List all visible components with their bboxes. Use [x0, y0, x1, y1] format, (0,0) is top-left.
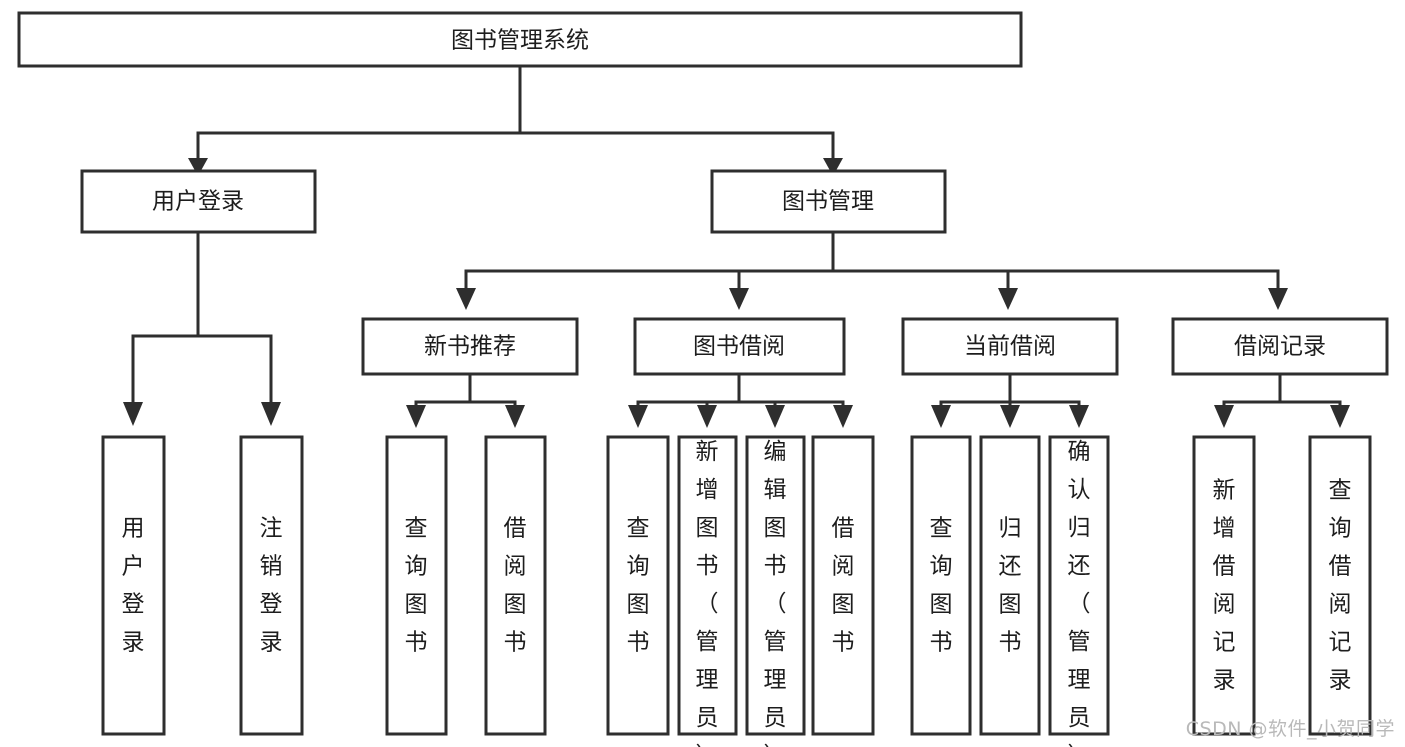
arrow-to-leaf-add-book	[697, 405, 717, 428]
node-current-borrow-label: 当前借阅	[964, 334, 1056, 360]
node-leaf-query-book-3[interactable]: 查询图书	[910, 435, 972, 736]
node-leaf-add-book[interactable]: 新增图书（管理员）	[677, 435, 738, 747]
arrow-to-leaf-edit-book	[765, 405, 785, 428]
node-book-manage-box[interactable]	[710, 169, 947, 234]
node-root[interactable]: 图书管理系统	[17, 11, 1023, 68]
node-leaf-confirm-return-box[interactable]	[1048, 435, 1110, 736]
arrow-to-leaf-add-record	[1214, 405, 1234, 428]
node-leaf-confirm-return-label: 确认归还（管理员）	[1068, 439, 1091, 747]
node-leaf-user-login[interactable]: 用户登录	[101, 435, 166, 736]
arrow-to-leaf-query-record	[1330, 405, 1350, 428]
node-leaf-query-record-box[interactable]	[1308, 435, 1372, 736]
node-leaf-confirm-return[interactable]: 确认归还（管理员）	[1048, 435, 1110, 747]
node-leaf-query-record-label: 查询借阅记录	[1329, 478, 1352, 694]
arrow-to-leaf-user-login	[123, 402, 143, 426]
arrow-to-current-borrow	[998, 288, 1018, 310]
node-leaf-user-login-label: 用户登录	[122, 516, 145, 656]
arrow-to-leaf-return-book	[1000, 405, 1020, 428]
node-leaf-query-book-3-box[interactable]	[910, 435, 972, 736]
arrow-to-book-manage	[823, 158, 843, 176]
node-book-borrow-box[interactable]	[633, 317, 846, 376]
node-leaf-query-book-2-label: 查询图书	[627, 516, 650, 656]
node-leaf-borrow-book-1[interactable]: 借阅图书	[484, 435, 547, 736]
arrow-to-leaf-borrow-book-2	[833, 405, 853, 428]
node-new-book-recommend-label: 新书推荐	[424, 334, 516, 360]
node-book-borrow-label: 图书借阅	[693, 334, 785, 360]
arrow-to-borrow-record	[1268, 288, 1288, 310]
edge-user-login-trunk	[131, 230, 273, 406]
node-leaf-borrow-book-1-label: 借阅图书	[504, 516, 527, 656]
arrow-to-leaf-query-book-1	[406, 405, 426, 428]
node-book-borrow[interactable]: 图书借阅	[633, 317, 846, 376]
edge-current-borrow-trunk	[939, 372, 1081, 412]
node-borrow-record-box[interactable]	[1171, 317, 1389, 376]
node-borrow-record-label: 借阅记录	[1234, 334, 1326, 360]
node-current-borrow-box[interactable]	[901, 317, 1119, 376]
edge-new-book-recommend-trunk	[414, 372, 517, 412]
edge-group	[123, 64, 1350, 428]
node-user-login-label: 用户登录	[152, 189, 244, 215]
node-leaf-add-record[interactable]: 新增借阅记录	[1192, 435, 1256, 736]
node-leaf-user-login-box[interactable]	[101, 435, 166, 736]
node-leaf-query-book-1-label: 查询图书	[405, 516, 428, 656]
node-leaf-query-record[interactable]: 查询借阅记录	[1308, 435, 1372, 736]
node-borrow-record[interactable]: 借阅记录	[1171, 317, 1389, 376]
arrow-to-leaf-query-book-2	[628, 405, 648, 428]
node-leaf-add-record-box[interactable]	[1192, 435, 1256, 736]
node-leaf-user-logout[interactable]: 注销登录	[239, 435, 304, 736]
arrow-to-leaf-user-logout	[261, 402, 281, 426]
node-root-label: 图书管理系统	[451, 28, 589, 54]
node-leaf-query-book-2-box[interactable]	[606, 435, 670, 736]
edge-book-borrow-trunk	[636, 372, 845, 412]
node-new-book-recommend-box[interactable]	[361, 317, 579, 376]
node-root-box[interactable]	[17, 11, 1023, 68]
node-leaf-edit-book-label: 编辑图书（管理员）	[764, 439, 787, 747]
node-new-book-recommend[interactable]: 新书推荐	[361, 317, 579, 376]
node-leaf-borrow-book-2-box[interactable]	[811, 435, 875, 736]
node-book-manage[interactable]: 图书管理	[710, 169, 947, 234]
edge-root-trunk	[196, 64, 835, 162]
arrow-to-book-borrow	[729, 288, 749, 310]
node-book-manage-label: 图书管理	[782, 189, 874, 215]
node-leaf-borrow-book-2-label: 借阅图书	[832, 516, 855, 656]
node-leaf-borrow-book-2[interactable]: 借阅图书	[811, 435, 875, 736]
node-leaf-add-book-label: 新增图书（管理员）	[696, 439, 719, 747]
node-leaf-edit-book[interactable]: 编辑图书（管理员）	[745, 435, 806, 747]
node-leaf-edit-book-box[interactable]	[745, 435, 806, 736]
node-leaf-query-book-1-box[interactable]	[385, 435, 448, 736]
node-leaf-user-logout-label: 注销登录	[260, 516, 283, 656]
node-leaf-add-book-box[interactable]	[677, 435, 738, 736]
node-leaf-query-book-3-label: 查询图书	[930, 516, 953, 656]
edge-borrow-record-trunk	[1222, 372, 1342, 412]
arrow-to-new-book-recommend	[456, 288, 476, 310]
node-leaf-return-book-box[interactable]	[979, 435, 1041, 736]
node-leaf-return-book[interactable]: 归还图书	[979, 435, 1041, 736]
node-current-borrow[interactable]: 当前借阅	[901, 317, 1119, 376]
node-leaf-query-book-2[interactable]: 查询图书	[606, 435, 670, 736]
arrow-to-user-login	[188, 158, 208, 176]
arrow-to-leaf-borrow-book-1	[505, 405, 525, 428]
arrow-to-leaf-confirm-return	[1069, 405, 1089, 428]
arrow-to-leaf-query-book-3	[931, 405, 951, 428]
node-leaf-query-book-1[interactable]: 查询图书	[385, 435, 448, 736]
node-user-login[interactable]: 用户登录	[80, 169, 317, 234]
node-user-login-box[interactable]	[80, 169, 317, 234]
node-leaf-add-record-label: 新增借阅记录	[1213, 478, 1236, 694]
node-leaf-borrow-book-1-box[interactable]	[484, 435, 547, 736]
node-leaf-return-book-label: 归还图书	[999, 516, 1022, 656]
node-leaf-user-logout-box[interactable]	[239, 435, 304, 736]
edge-book-manage-trunk	[464, 230, 1280, 292]
